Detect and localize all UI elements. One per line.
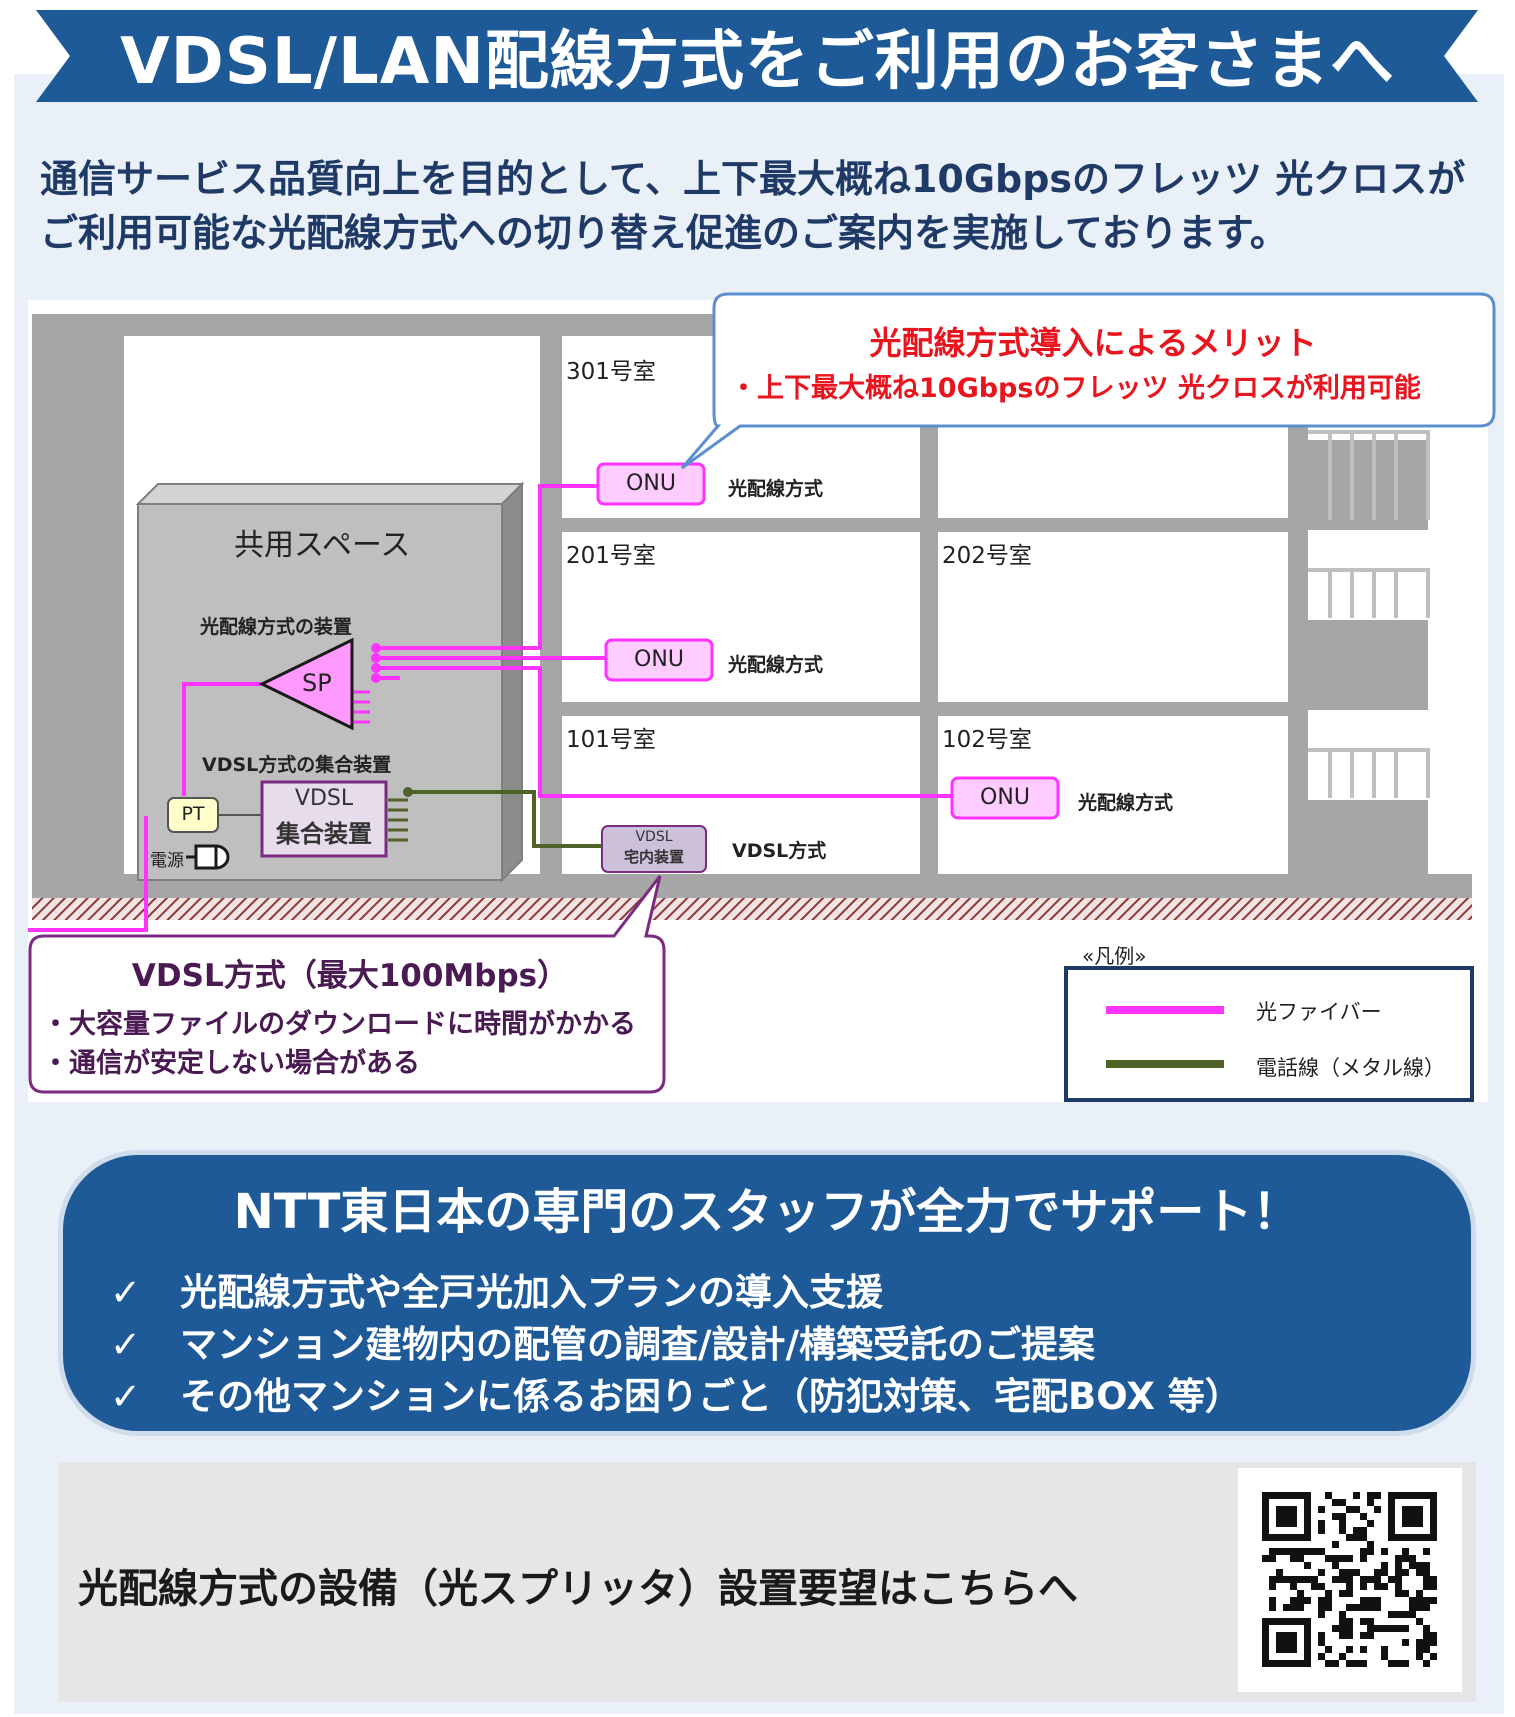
building-diagram	[28, 292, 1496, 1102]
room-202: 202号室	[942, 543, 1032, 569]
qr-code[interactable]	[1238, 1468, 1462, 1692]
support-item: ✓光配線方式や全戸光加入プランの導入支援	[110, 1271, 883, 1314]
room-102: 102号室	[942, 727, 1032, 753]
vdsl-callout-title: VDSL方式（最大100Mbps）	[131, 958, 569, 994]
legend-title: «凡例»	[1082, 944, 1147, 968]
vdsl-unit-line-2: 集合装置	[276, 820, 372, 848]
qr-code-icon	[1262, 1492, 1437, 1667]
check-icon: ✓	[110, 1375, 142, 1418]
page-title: VDSL/LAN配線方式をご利用のお客さまへ	[120, 25, 1395, 99]
room-101: 101号室	[566, 727, 656, 753]
merit-callout-line: ・上下最大概ね10Gbpsのフレッツ 光クロスが利用可能	[730, 373, 1421, 404]
onu-301: ONU	[626, 471, 676, 496]
room-301: 301号室	[566, 359, 656, 385]
shared-space-label: 共用スペース	[234, 528, 411, 563]
intro-text: 通信サービス品質向上を目的として、上下最大概ね10Gbpsのフレッツ 光クロスが…	[40, 152, 1480, 260]
onu-201: ONU	[634, 647, 684, 672]
vdsl-unit-line-1: VDSL	[294, 786, 354, 811]
optical-method-102: 光配線方式	[1078, 792, 1174, 814]
check-icon: ✓	[110, 1271, 142, 1314]
check-icon: ✓	[110, 1323, 142, 1366]
onu-102: ONU	[980, 785, 1030, 810]
merit-callout-title: 光配線方式導入によるメリット	[869, 324, 1317, 362]
footer-text: 光配線方式の設備（光スプリッタ）設置要望はこちらへ	[78, 1566, 1078, 1612]
legend-fiber: 光ファイバー	[1256, 1000, 1382, 1024]
intro-line-2: ご利用可能な光配線方式への切り替え促進のご案内を実施しております。	[40, 211, 1288, 255]
vdsl-callout-line-2: ・通信が安定しない場合がある	[42, 1048, 420, 1079]
optical-device-label: 光配線方式の装置	[200, 616, 353, 638]
pt-label: PT	[181, 803, 205, 825]
vdsl-modem-line-2: 宅内装置	[623, 848, 684, 866]
splitter-label: SP	[302, 669, 332, 697]
power-label: 電源	[150, 851, 184, 871]
legend-phone: 電話線（メタル線）	[1256, 1056, 1445, 1080]
optical-method-201: 光配線方式	[728, 654, 824, 676]
title-banner	[36, 10, 1478, 102]
vdsl-modem-line-1: VDSL	[635, 829, 673, 845]
support-item: ✓その他マンションに係るお困りごと（防犯対策、宅配BOX 等）	[110, 1375, 1242, 1418]
vdsl-device-label: VDSL方式の集合装置	[202, 754, 392, 776]
support-title: NTT東日本の専門のスタッフが全力でサポート！	[233, 1184, 1301, 1240]
vdsl-callout-line-1: ・大容量ファイルのダウンロードに時間がかかる	[42, 1009, 636, 1040]
intro-line-1: 通信サービス品質向上を目的として、上下最大概ね10Gbpsのフレッツ 光クロスが	[40, 157, 1466, 201]
optical-method-301: 光配線方式	[728, 478, 824, 500]
vdsl-method-label: VDSL方式	[732, 840, 827, 862]
support-item: ✓マンション建物内の配管の調査/設計/構築受託のご提案	[110, 1323, 1096, 1366]
support-box	[58, 1150, 1476, 1436]
room-201: 201号室	[566, 543, 656, 569]
